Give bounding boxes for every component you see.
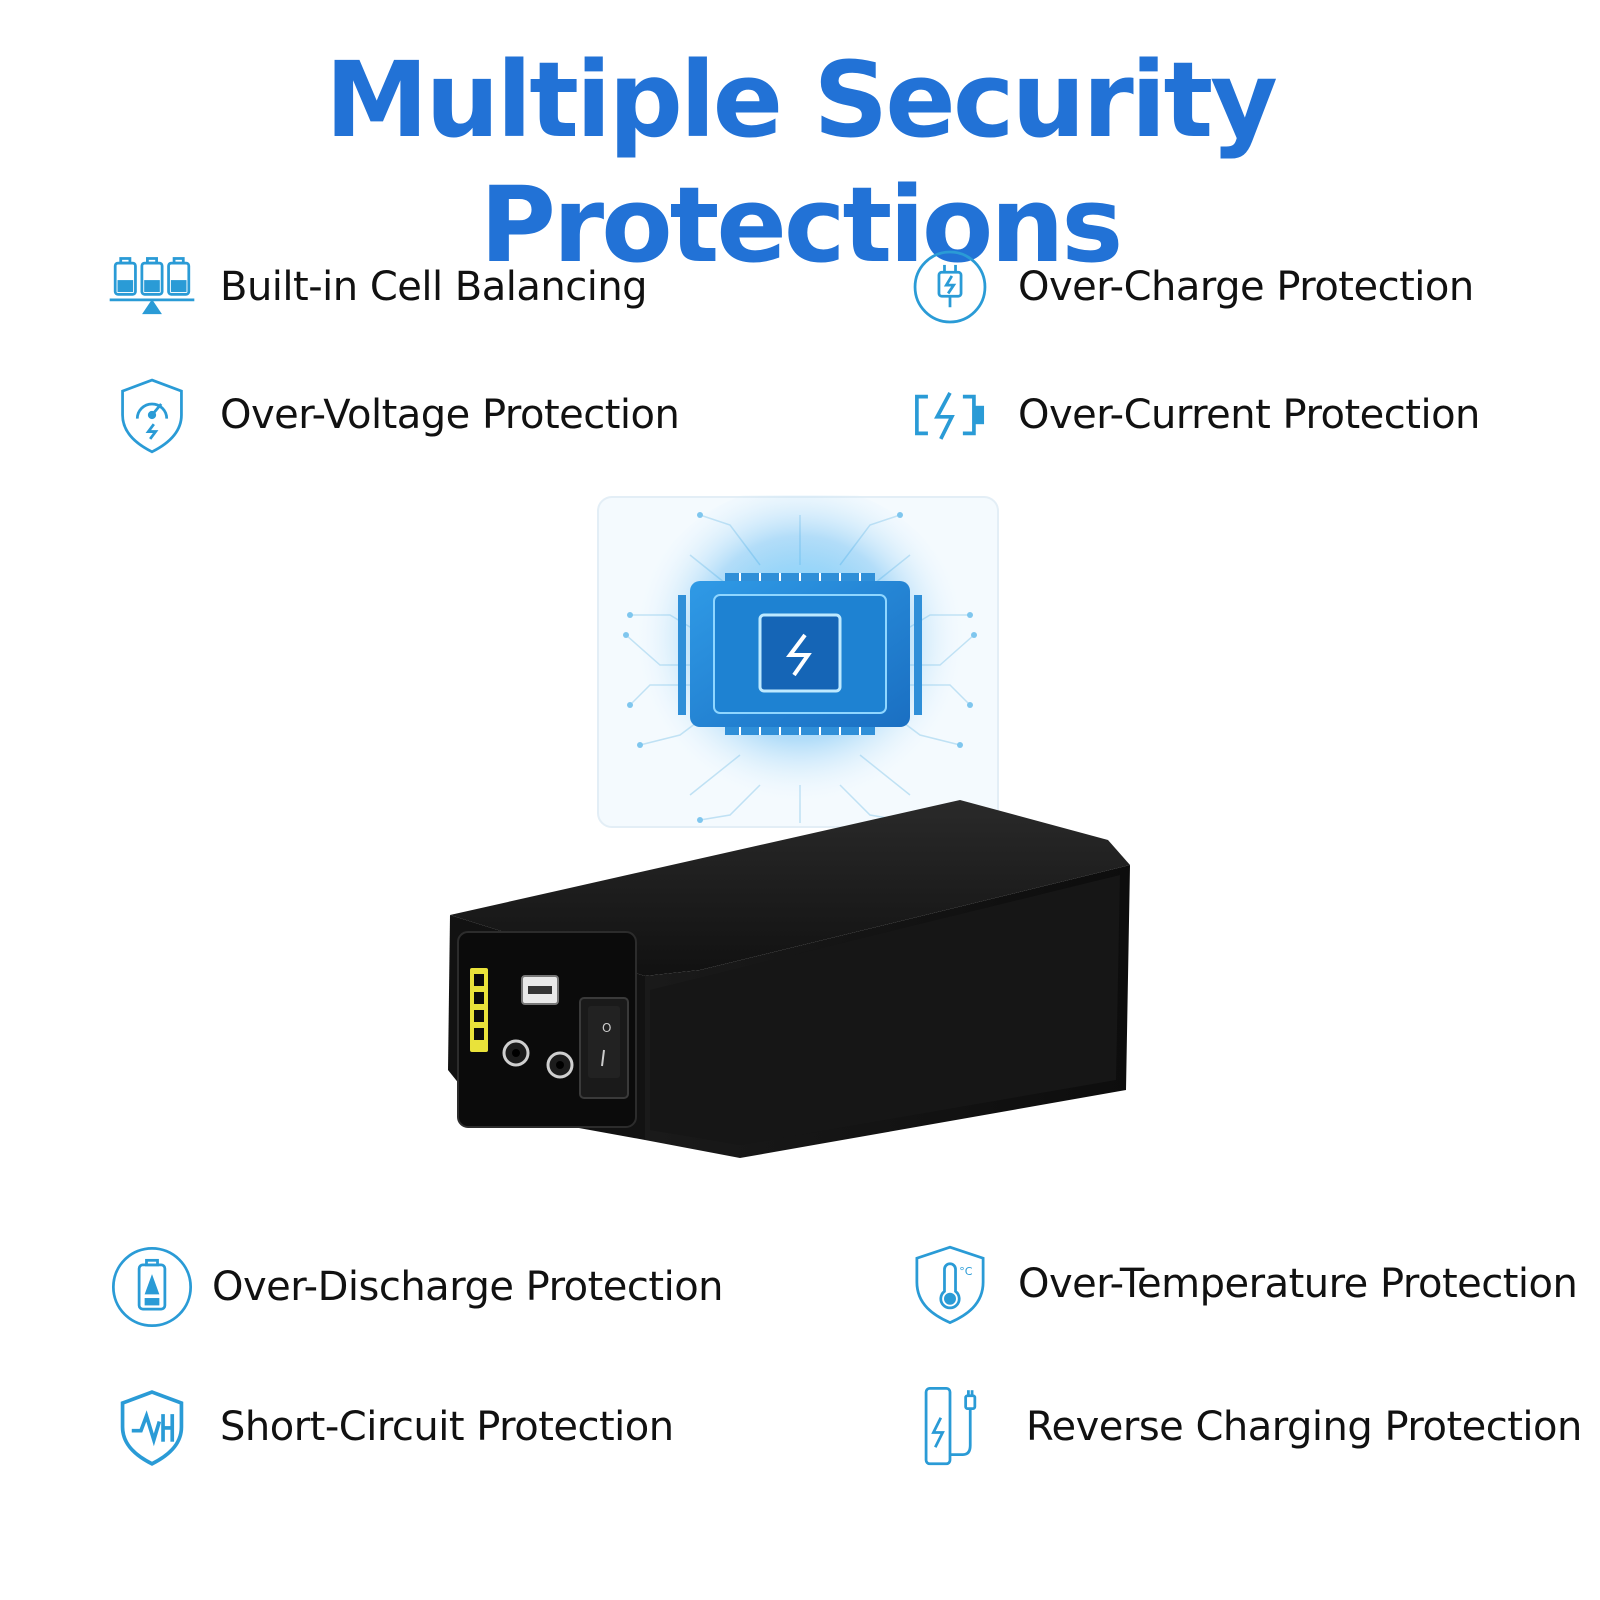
feature-over-charge: Over-Charge Protection (900, 237, 1474, 337)
shield-gauge-icon (102, 365, 202, 465)
feature-over-current: Over-Current Protection (900, 365, 1480, 465)
feature-short-circuit: Short-Circuit Protection (102, 1377, 674, 1477)
shield-thermometer-icon: °C (900, 1234, 1000, 1334)
phone-cable-icon (900, 1377, 1000, 1477)
bms-chip-illustration (590, 485, 1010, 855)
charging-plug-icon (900, 237, 1000, 337)
feature-label: Over-Discharge Protection (212, 1264, 724, 1310)
battery-low-icon (102, 1237, 202, 1337)
feature-cell-balancing: Built-in Cell Balancing (102, 237, 648, 337)
shield-wave-icon (102, 1377, 202, 1477)
svg-text:°C: °C (959, 1265, 973, 1278)
feature-label: Short-Circuit Protection (220, 1404, 674, 1450)
page-title: Multiple Security Protections (325, 39, 1278, 286)
feature-reverse-charging: Reverse Charging Protection (900, 1377, 1582, 1477)
battery-bolt-icon (900, 365, 1000, 465)
feature-over-temperature: °C Over-Temperature Protection (900, 1234, 1578, 1334)
battery-balance-icon (102, 237, 202, 337)
feature-label: Reverse Charging Protection (1026, 1404, 1582, 1450)
feature-label: Over-Charge Protection (1018, 264, 1474, 310)
feature-label: Over-Voltage Protection (220, 392, 680, 438)
svg-text:O: O (602, 1021, 611, 1035)
feature-label: Over-Temperature Protection (1018, 1261, 1578, 1307)
battery-pack-illustration: O (440, 800, 1160, 1200)
feature-over-voltage: Over-Voltage Protection (102, 365, 680, 465)
feature-label: Over-Current Protection (1018, 392, 1480, 438)
feature-label: Built-in Cell Balancing (220, 264, 648, 310)
feature-over-discharge: Over-Discharge Protection (102, 1237, 724, 1337)
